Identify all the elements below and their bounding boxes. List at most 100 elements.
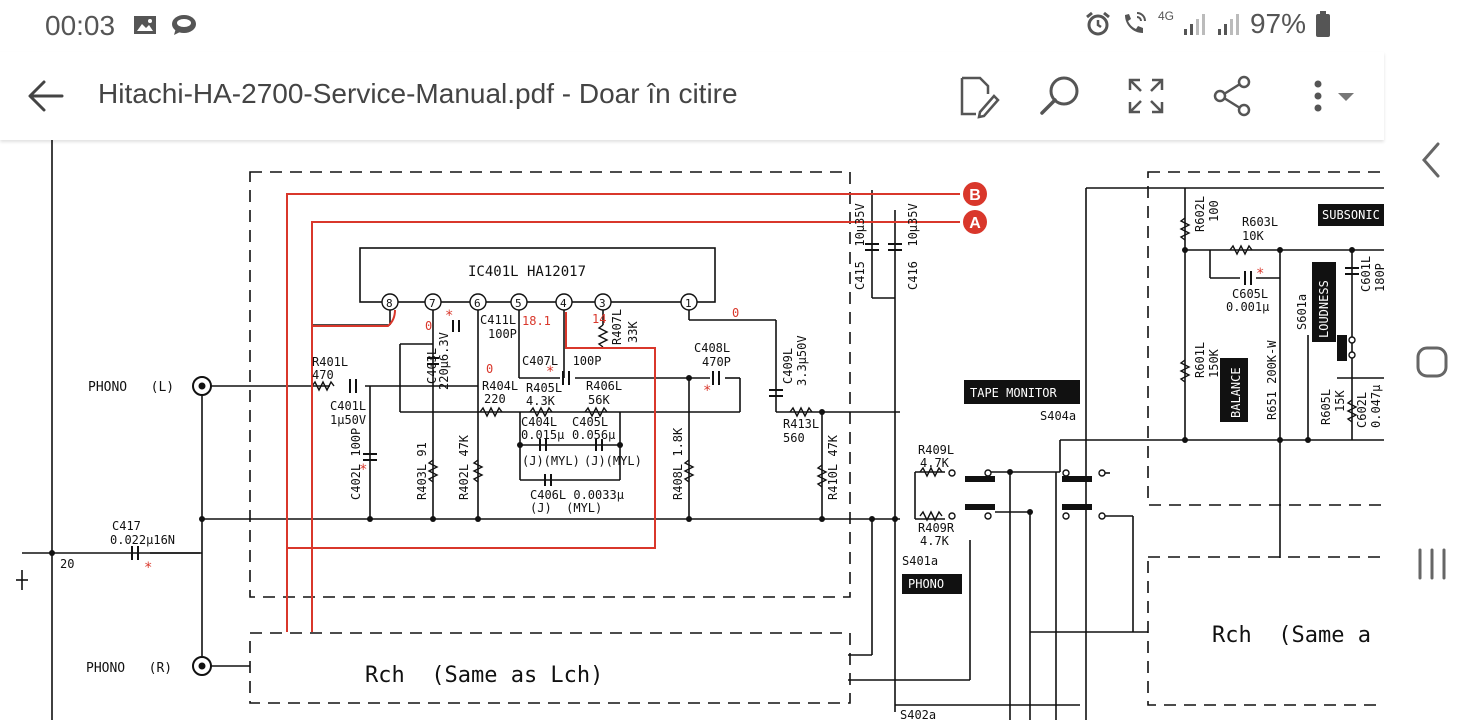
c602l-label: C602L <box>1355 392 1369 428</box>
c405l-type: (J)(MYL) <box>584 454 642 468</box>
r605l-label: R605L <box>1319 389 1333 425</box>
more-options-icon[interactable] <box>1296 72 1366 120</box>
battery-icon <box>1316 11 1330 37</box>
c401l-label: C401L <box>330 399 366 413</box>
svg-text:*: * <box>1256 266 1264 282</box>
volt-18-1: 18.1 <box>522 314 551 328</box>
connector-b-label: B <box>969 187 981 204</box>
s404a-label: S404a <box>1040 409 1076 423</box>
ic-pin-1: 1 <box>685 297 692 310</box>
r408l-label: R408L 1.8K <box>671 427 685 500</box>
r403l-label: R403L 91 <box>415 442 429 500</box>
document-title: Hitachi-HA-2700-Service-Manual.pdf - Doa… <box>98 78 738 109</box>
phono-l-label: PHONO (L) <box>88 380 174 395</box>
rch-right-label: Rch (Same a <box>1212 623 1371 648</box>
volt-0-a: 0 <box>425 319 432 333</box>
volt-0-b: 0 <box>486 362 493 376</box>
phono-tag: PHONO <box>908 577 944 591</box>
r603l-value: 10K <box>1242 229 1264 243</box>
system-nav-bar <box>1384 0 1480 720</box>
c605l-value: 0.001μ <box>1226 300 1269 314</box>
svg-text:*: * <box>703 383 711 399</box>
r402l-label: R402L 47K <box>457 434 471 500</box>
c404l-value: 0.015μ <box>521 428 564 442</box>
c408l-label: C408L <box>694 341 730 355</box>
volt-0-c: 0 <box>732 306 739 320</box>
app-toolbar: Hitachi-HA-2700-Service-Manual.pdf - Doa… <box>0 52 1384 140</box>
c408l-value: 470P <box>702 355 731 369</box>
ic-pin-3: 3 <box>599 297 606 310</box>
schematic-page: * * * * * * B A IC401L HA12017 8 7 6 5 4… <box>16 140 1384 720</box>
c406l-type: (J) (MYL) <box>530 501 602 515</box>
c602l-value: 0.047μ <box>1369 385 1383 428</box>
c409l-label: C409L <box>781 348 795 384</box>
connector-a-label: A <box>969 215 981 232</box>
phono-r-label: PHONO (R) <box>86 661 172 676</box>
ic-pin-4: 4 <box>560 297 567 310</box>
r413l-label: R413L <box>783 417 819 431</box>
s402a-label: S402a <box>900 708 936 720</box>
c406l-label: C406L 0.0033μ <box>530 488 624 502</box>
home-nav-icon[interactable] <box>1408 338 1456 386</box>
r410l-label: R410L 47K <box>826 434 840 500</box>
r404l-label: R404L <box>482 379 518 393</box>
red-asterisk: * <box>144 560 152 576</box>
search-icon[interactable] <box>1036 72 1084 120</box>
r413l-value: 560 <box>783 431 805 445</box>
r406l-label: R406L <box>586 379 622 393</box>
c402l-label: C402L 100P <box>349 428 363 500</box>
c417-label: C417 <box>112 519 141 533</box>
alarm-icon <box>1086 11 1110 36</box>
r651-label: R651 200K-W <box>1265 340 1279 420</box>
c601l-label: C601L <box>1359 256 1373 292</box>
c416-label: C416 10μ35V <box>906 203 920 290</box>
c404l-label: C404L <box>521 415 557 429</box>
volt-14: 14 <box>592 312 606 326</box>
svg-text:*: * <box>359 462 367 478</box>
share-icon[interactable] <box>1208 72 1256 120</box>
back-nav-icon[interactable] <box>1408 136 1456 184</box>
cloud-chat-icon <box>172 15 196 35</box>
ic-label: IC401L HA12017 <box>468 264 586 280</box>
balance-tag: BALANCE <box>1229 367 1243 418</box>
c403l-value: 220μ6.3V <box>437 332 451 390</box>
rch-main-label: Rch (Same as Lch) <box>365 663 603 688</box>
r603l-label: R603L <box>1242 215 1278 229</box>
edit-icon[interactable] <box>952 72 1000 120</box>
r601l-value: 150K <box>1207 348 1221 378</box>
c601l-value: 180P <box>1373 263 1384 292</box>
r409r-label: R409R <box>918 521 955 535</box>
r601l-label: R601L <box>1193 342 1207 378</box>
c605l-label: C605L <box>1232 287 1268 301</box>
c403l-label: C403L <box>425 348 439 384</box>
s601a-label: S601a <box>1295 294 1309 330</box>
r405l-value: 4.3K <box>526 394 556 408</box>
image-icon <box>134 16 156 34</box>
back-arrow-icon[interactable] <box>22 74 70 118</box>
ic-pin-6: 6 <box>474 297 481 310</box>
loudness-tag: LOUDNESS <box>1317 280 1331 338</box>
recents-nav-icon[interactable] <box>1408 540 1456 588</box>
svg-text:*: * <box>445 308 453 324</box>
r407l-value: 33K <box>626 321 640 343</box>
ic-pin-7: 7 <box>429 297 436 310</box>
c407l-label: C407L 100P <box>522 354 601 368</box>
pdf-viewer[interactable]: * * * * * * B A IC401L HA12017 8 7 6 5 4… <box>0 140 1384 720</box>
r409l-label: R409L <box>918 443 954 457</box>
s401a-label: S401a <box>902 554 938 568</box>
ic-pin-8: 8 <box>386 297 393 310</box>
c401l-value: 1μ50V <box>330 413 366 427</box>
c411l-value: 100P <box>488 327 517 341</box>
r605l-value: 15K <box>1333 390 1347 412</box>
r409r-value: 4.7K <box>920 534 950 548</box>
c404l-type: (J)(MYL) <box>522 454 580 468</box>
signal-bars-icon <box>1183 14 1205 35</box>
c405l-value: 0.056μ <box>572 428 615 442</box>
r401l-value: 470 <box>312 368 334 382</box>
c411l-label: C411L <box>480 313 516 327</box>
network-type-label: 4G <box>1157 9 1174 23</box>
tape-monitor-tag: TAPE MONITOR <box>970 386 1057 400</box>
r602l-label: R602L <box>1193 196 1207 232</box>
status-time: 00:03 <box>45 10 116 41</box>
fullscreen-icon[interactable] <box>1122 72 1170 120</box>
